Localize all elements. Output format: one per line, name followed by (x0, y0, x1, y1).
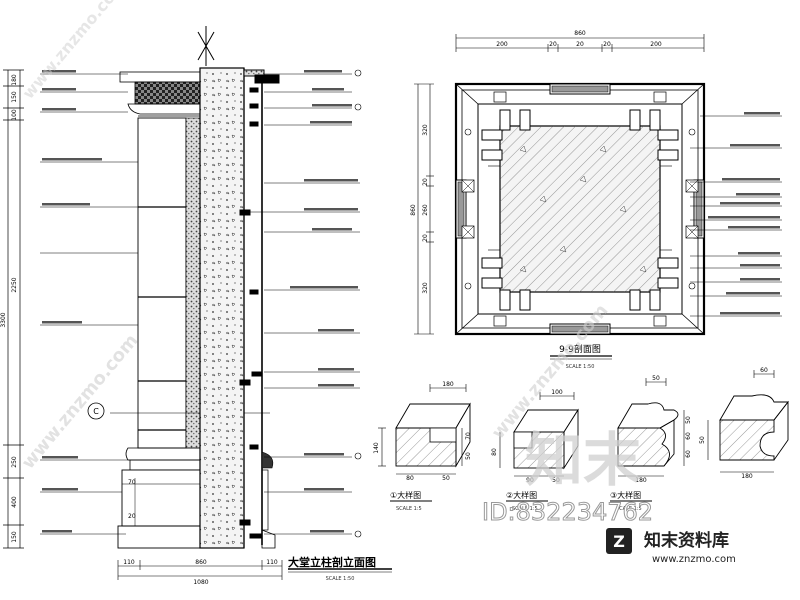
dim-left-total: 3300 (0, 312, 7, 327)
dim-left-2: 150 (11, 91, 18, 103)
detail-1-label: ①大样图 (390, 490, 421, 500)
watermark-logo: 知末 (525, 426, 641, 494)
detail-2-dim-b2: 50 (552, 477, 560, 484)
elevation-scale: SCALE 1:50 (326, 576, 355, 582)
detail-2-dim-h: 80 (491, 448, 498, 456)
detail-3-label: ③大样图 (610, 490, 641, 500)
detail-3-dim-top: 50 (652, 375, 660, 382)
detail-4-dim-b: 180 (741, 473, 753, 480)
plan-dim-top-4: 20 (603, 41, 611, 48)
dim-bottom-1: 110 (123, 559, 135, 566)
elevation-drawing: 180 150 100 2250 250 400 150 3300 (0, 26, 392, 586)
shaft-dim-20: 20 (128, 513, 136, 520)
plan-dim-top-total: 860 (574, 30, 586, 37)
detail-1-dim-r2: 50 (465, 452, 472, 460)
dim-left-6: 400 (11, 496, 18, 508)
shaft-dim-70: 70 (128, 479, 136, 486)
plan-scale: SCALE 1:50 (566, 364, 595, 370)
detail-3-scale: SCALE 1:5 (616, 506, 642, 512)
plan-dim-left-4: 20 (422, 234, 429, 242)
detail-1-dim-b2: 50 (442, 475, 450, 482)
plan-dim-left-total: 860 (410, 204, 417, 216)
detail-3: 50 180 50 60 60 ③大样图 SCALE 1:5 (610, 375, 692, 512)
plan-dim-top-1: 200 (496, 41, 508, 48)
plan-dim-top-3: 20 (576, 41, 584, 48)
watermark-id: ID:832234762 (482, 498, 653, 526)
detail-1-dim-h: 140 (373, 442, 380, 454)
plan-title: 9-9剖面图 (559, 343, 601, 355)
detail-2: 100 80 90 50 ②大样图 SCALE 1:5 (491, 389, 579, 512)
dim-left-1: 180 (11, 74, 18, 86)
detail-1: 180 140 80 50 70 50 ①大样图 SCALE 1:5 (373, 381, 472, 512)
plan-dim-top-5: 200 (650, 41, 662, 48)
detail-1-dim-top: 180 (442, 381, 454, 388)
detail-4-dim-l: 50 (699, 436, 706, 444)
plan-section-drawing: 860 200 20 20 20 200 860 320 20 260 20 3… (410, 30, 782, 370)
dim-bottom-total: 1080 (193, 579, 208, 586)
watermark-diagonal-1: www.znzmo.com (18, 330, 143, 473)
elevation-title: 大堂立柱剖立面图 (288, 555, 376, 569)
watermark-url: www.znzmo.com (652, 554, 736, 565)
plan-dim-top-2: 20 (549, 41, 557, 48)
plan-dim-left-5: 320 (422, 282, 429, 294)
plan-dim-left-2: 20 (422, 178, 429, 186)
detail-2-scale: SCALE 1:5 (512, 506, 538, 512)
detail-1-scale: SCALE 1:5 (396, 506, 422, 512)
dim-bottom-3: 110 (266, 559, 278, 566)
detail-3-dim-b: 180 (635, 477, 647, 484)
detail-3-dim-r1: 50 (685, 416, 692, 424)
plan-dim-left-1: 320 (422, 124, 429, 136)
watermark-diagonal-3: www.znzmo.com (19, 0, 130, 103)
detail-4: 60 180 50 (699, 367, 789, 480)
dim-bottom-2: 860 (195, 559, 207, 566)
detail-3-dim-r3: 60 (685, 450, 692, 458)
dim-left-7: 150 (11, 531, 18, 543)
detail-3-dim-r2: 60 (685, 432, 692, 440)
brand-logo-icon: Z (606, 528, 632, 554)
svg-text:Z: Z (613, 532, 625, 551)
dim-left-3: 100 (11, 109, 18, 121)
detail-2-label: ②大样图 (506, 490, 537, 500)
detail-2-dim-b1: 90 (526, 477, 534, 484)
detail-1-dim-b1: 80 (406, 475, 414, 482)
detail-1-dim-r1: 70 (465, 432, 472, 440)
plan-dim-left-3: 260 (422, 204, 429, 216)
north-arrow-icon (197, 26, 215, 66)
watermark-brand: 知末资料库 (643, 530, 729, 551)
dim-left-5: 250 (11, 456, 18, 468)
detail-2-dim-top: 100 (551, 389, 563, 396)
grid-bubble-label: C (93, 407, 99, 416)
dim-left-4: 2250 (11, 277, 18, 292)
detail-4-dim-top: 60 (760, 367, 768, 374)
